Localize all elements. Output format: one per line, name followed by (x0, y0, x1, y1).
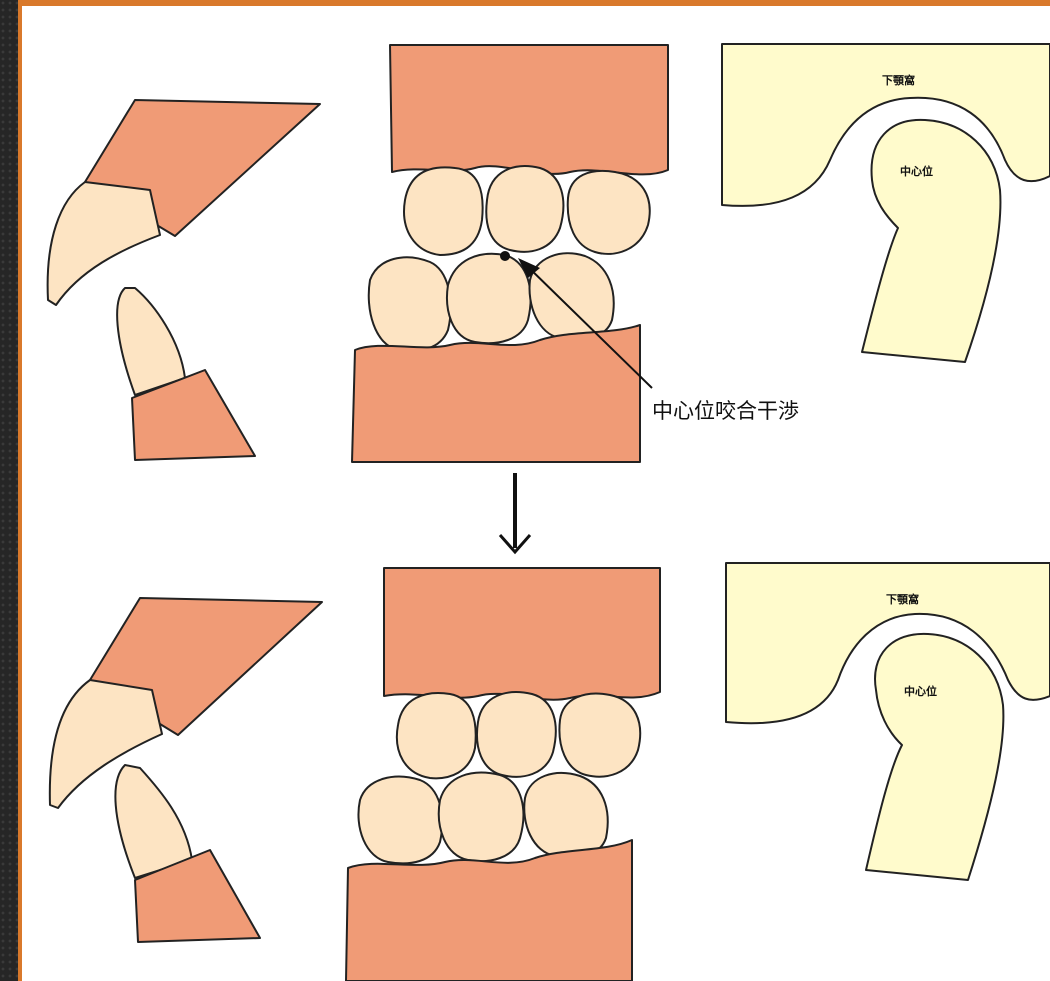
upper-jaw-block (390, 45, 668, 174)
upper-tooth (404, 167, 483, 255)
lower-tooth (369, 257, 451, 350)
lower-tooth (358, 777, 442, 864)
lower-tooth (530, 253, 614, 339)
occlusion-diagram: 中心位咬合干渉 下顎窩 中心位 (22, 6, 1050, 981)
incisor-side-view-before (48, 100, 320, 460)
upper-jaw-block (384, 568, 660, 700)
upper-tooth (486, 166, 563, 252)
mandibular-condyle (862, 120, 1000, 362)
tmj-view-after: 下顎窩 中心位 (726, 563, 1050, 880)
molar-front-view-after (346, 568, 660, 981)
upper-tooth (568, 171, 650, 254)
interference-point (500, 251, 510, 261)
lower-tooth (447, 254, 531, 343)
condyle-label: 中心位 (900, 164, 933, 178)
fossa-label: 下顎窩 (882, 73, 915, 87)
lower-jaw-block (352, 325, 640, 462)
upper-tooth (477, 692, 556, 777)
fossa-label: 下顎窩 (886, 592, 919, 606)
lower-tooth (439, 773, 524, 862)
diagram-canvas: 中心位咬合干渉 下顎窩 中心位 (22, 6, 1050, 981)
lower-incisor-side (117, 288, 185, 395)
incisor-side-view-after (50, 598, 322, 942)
lower-tooth (524, 773, 607, 857)
upper-tooth (397, 693, 476, 778)
condyle-label: 中心位 (904, 684, 937, 698)
upper-tooth (559, 694, 640, 777)
upper-incisor-side (48, 182, 160, 305)
interference-label: 中心位咬合干渉 (652, 399, 799, 423)
mandibular-condyle (866, 634, 1003, 880)
tmj-view-before: 下顎窩 中心位 (722, 44, 1050, 362)
transition-arrow (500, 473, 530, 552)
